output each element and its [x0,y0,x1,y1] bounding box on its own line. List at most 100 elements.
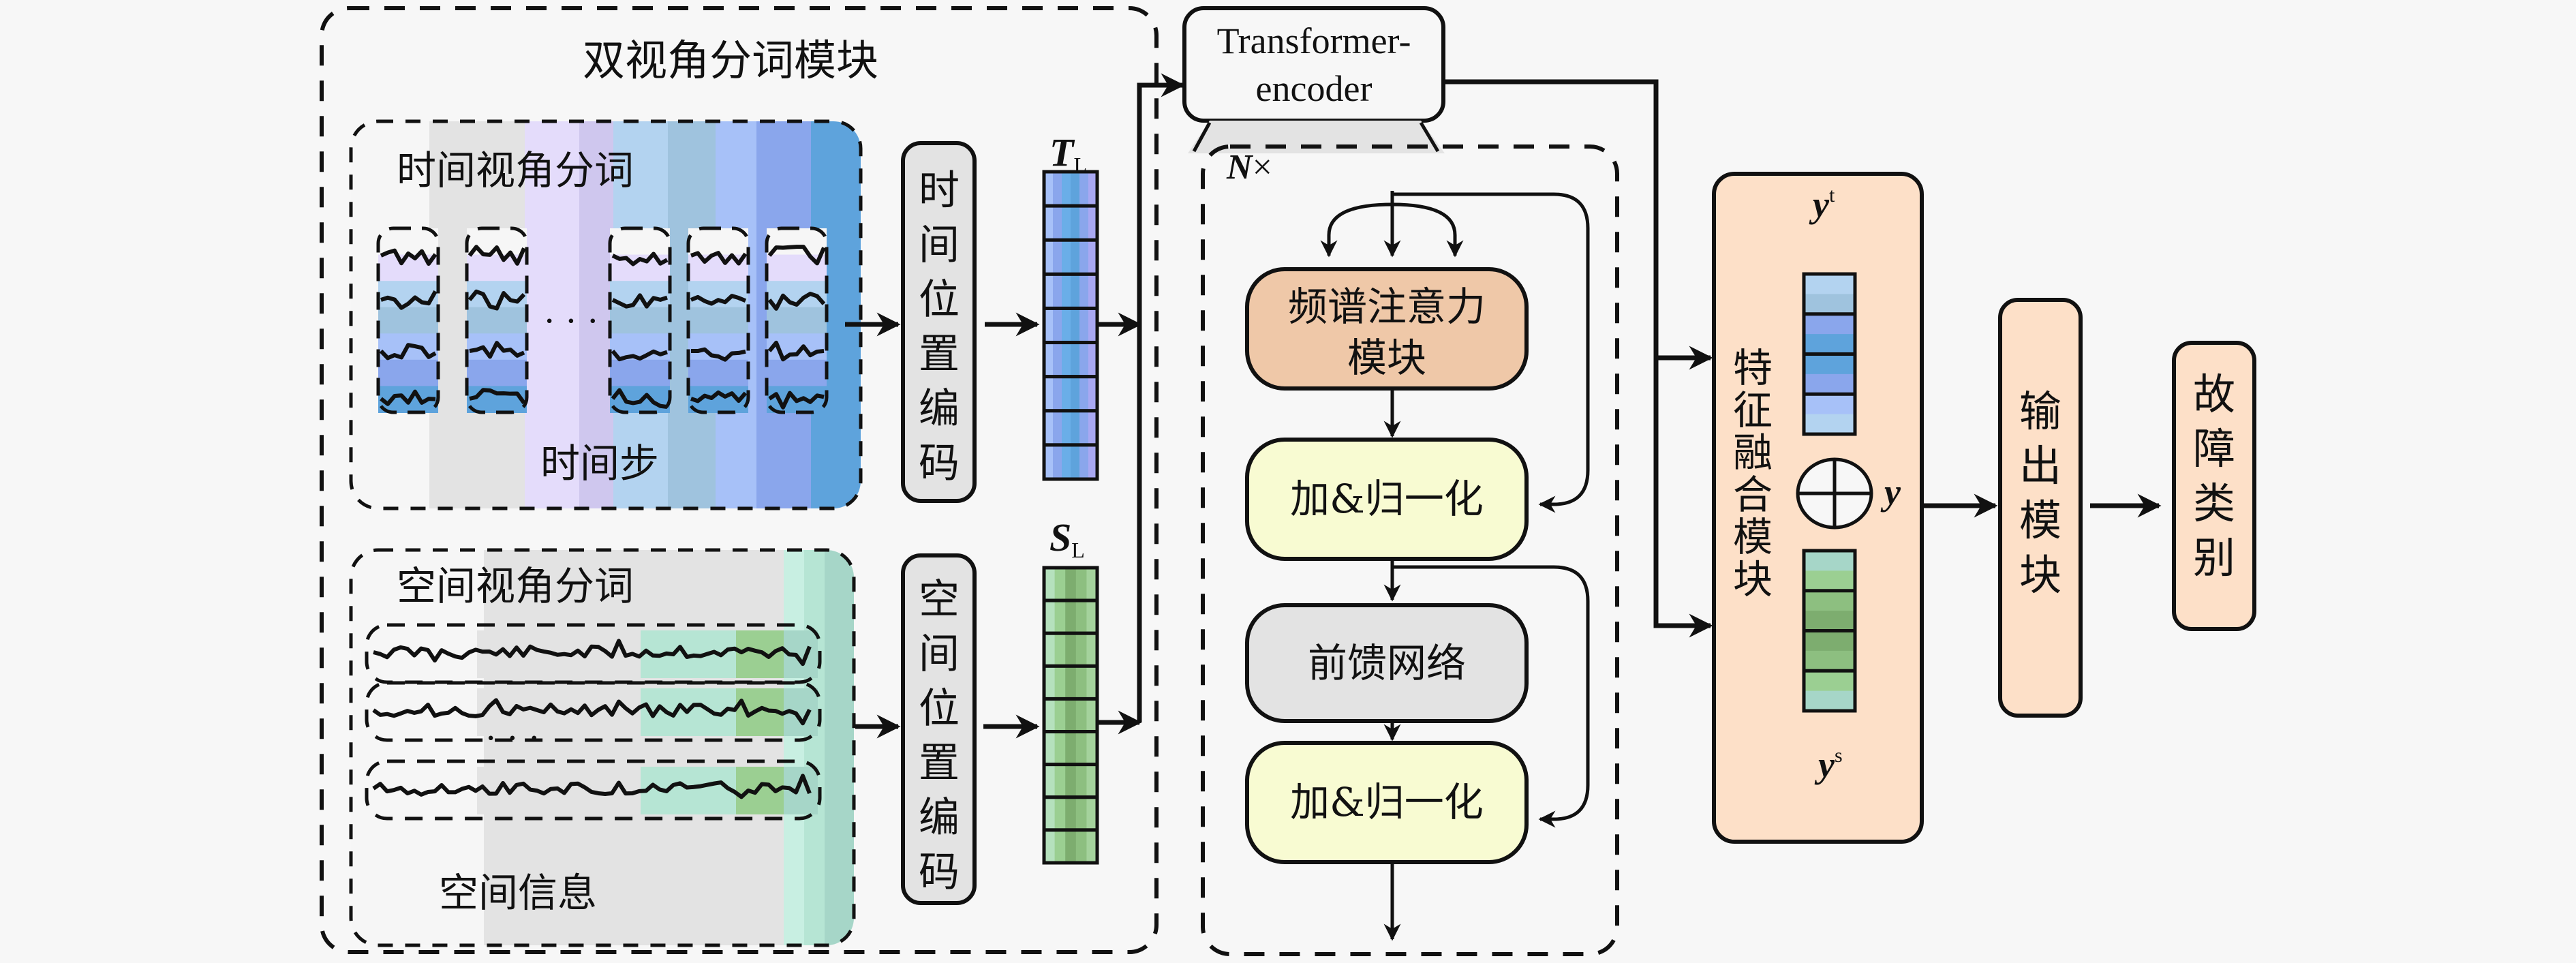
y-label: y [1880,472,1901,513]
spectral-attention-block: 频谱注意力 模块 [1245,267,1529,391]
temporal-tokenization-footer: 时间步 [540,440,659,487]
yt-band [1804,373,1855,395]
tokenization-module-title: 双视角分词模块 [583,35,878,85]
SL-cell [1042,566,1099,602]
yt-band [1804,414,1855,435]
spatial-ellipsis: · · · [485,718,539,758]
yt-band [1804,394,1855,415]
ys-band [1804,690,1855,712]
arrow-to-transformer [1137,73,1185,722]
temporal-token [465,226,529,414]
SL-cell [1042,730,1099,767]
temporal-stripe [525,121,579,508]
spatial-stripe [351,550,484,945]
TL-embedding-vector: TL [1042,130,1099,481]
TL-cell [1042,409,1099,447]
SL-cell [1042,664,1099,701]
spatial-tokenization-box: 空间视角分词 · · · 空间信息 [349,548,856,947]
ys-band [1804,650,1855,671]
repeat-count-label: N× [1226,148,1272,187]
add-norm-block-2: 加&归一化 [1245,741,1529,864]
SL-cell [1042,631,1099,668]
temporal-posenc-char: 间 [919,221,960,269]
ys-band [1804,570,1855,592]
SL-embedding-vector: SL [1042,515,1099,865]
fault-class-char: 别 [2193,533,2235,583]
spatial-posenc-char: 码 [919,849,960,896]
TL-cell [1042,341,1099,379]
yt-vector [1802,272,1857,436]
temporal-token [608,226,672,414]
fusion-char: 特 [1733,345,1773,391]
yt-band [1804,314,1855,335]
TL-cell [1042,238,1099,276]
spatial-token [361,759,822,821]
fault-class-char: 障 [2193,424,2235,474]
temporal-posenc-char: 置 [919,331,960,378]
spatial-stripe [825,550,854,945]
temporal-tokenization-title: 时间视角分词 [397,147,634,194]
spatial-posenc-char: 间 [919,630,960,678]
yt-band [1804,334,1855,354]
fusion-char: 融 [1733,429,1773,476]
add-norm-label-2: 加&归一化 [1290,779,1484,825]
encoder-layer-detail [1201,144,1619,956]
output-module-char: 模 [2019,495,2061,545]
residual-connection-1 [1392,192,1590,513]
temporal-token [765,226,829,414]
fusion-char: 块 [1733,556,1773,602]
TL-cell [1042,272,1099,310]
ys-vector [1802,549,1857,713]
spatial-posenc-char: 置 [919,739,960,787]
SL-cell [1042,763,1099,799]
spatial-stripe [484,550,784,945]
fusion-char: 合 [1733,472,1773,518]
temporal-posenc-char: 码 [919,440,960,487]
output-module-char: 块 [2019,550,2061,600]
yt-band [1804,354,1855,375]
temporal-tokens [376,226,829,414]
SL-cell [1042,828,1099,865]
attention-label-line2: 模块 [1347,335,1426,381]
ys-band [1804,671,1855,692]
spatial-tokenization-footer: 空间信息 [439,870,597,916]
transformer-title-line1: Transformer- [1217,20,1411,61]
add-norm-label-1: 加&归一化 [1290,476,1484,522]
spatial-token [361,623,822,684]
residual-connection-2 [1392,565,1590,828]
dual-view-tokenization-module: 双视角分词模块 时间视角分词 · · · 时间步 空间视角分词 · · · 空间… [320,6,1159,954]
SL-cell [1042,795,1099,832]
feed-forward-label: 前馈网络 [1308,640,1466,686]
temporal-posenc-char: 时 [919,167,960,215]
temporal-tokenization-box: 时间视角分词 · · · 时间步 [349,119,863,510]
spatial-posenc-char: 编 [919,794,960,842]
ys-band [1804,590,1855,611]
spatial-posenc-char: 空 [919,576,960,624]
spatial-color-gradient [351,550,854,945]
SL-cell [1042,697,1099,734]
temporal-ellipsis: · · · [544,301,598,341]
TL-cell [1042,204,1099,242]
TL-cell [1042,306,1099,345]
temporal-token [686,226,750,414]
yt-band [1804,274,1855,294]
temporal-token [376,226,440,414]
fusion-char: 模 [1733,514,1773,560]
output-module-char: 输 [2019,386,2061,436]
spatial-posenc-char: 位 [919,685,960,733]
TL-cell [1042,443,1099,481]
ys-label: ys [1814,744,1843,785]
TL-cell [1042,170,1099,208]
add-norm-block-1: 加&归一化 [1245,438,1529,561]
arrow-transformer-to-fusion-s [1443,79,1713,638]
attention-label-line1: 频谱注意力 [1288,284,1486,330]
transformer-encoder: Transformer- encoder N× 频谱注意力 模块 加&归一化 [1182,6,1619,956]
ys-band [1804,611,1855,631]
feed-forward-block: 前馈网络 [1245,603,1529,723]
